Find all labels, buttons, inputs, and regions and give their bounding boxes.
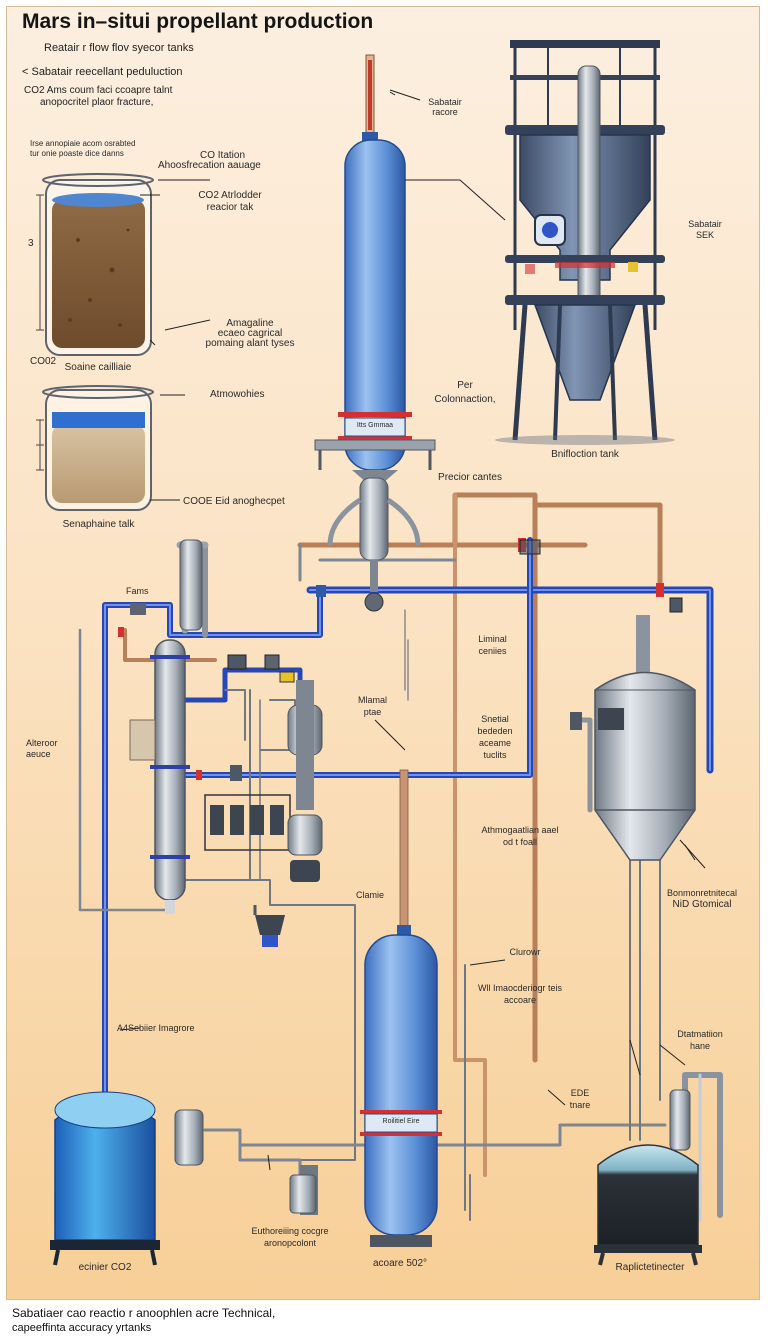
blue-main-header-hi bbox=[309, 589, 711, 771]
left-grey-column bbox=[129, 539, 203, 914]
label-will-1: Wll Imaocderiogr teis bbox=[477, 983, 563, 993]
grey-line-2 bbox=[78, 628, 167, 912]
bottom-left-cyan-tank bbox=[50, 1091, 204, 1266]
label-atmo-feed-1: Athmogaatlian aael bbox=[481, 825, 559, 835]
label-atmo-processing-1: Amagaline bbox=[226, 318, 274, 329]
label-exchange-2: aronopcolont bbox=[263, 1238, 317, 1248]
steel-hopper-tank bbox=[570, 597, 696, 861]
tank-band-label: Roilitiel Eire bbox=[382, 1118, 420, 1125]
label-pipeline-band: Bnifloction tank bbox=[551, 449, 619, 460]
beaker1-caption: Soaine cailliaie bbox=[64, 362, 132, 373]
valve-cluster bbox=[130, 603, 323, 882]
label-mineral-2: ptae bbox=[363, 707, 382, 717]
label-co2-left: CO02 bbox=[30, 356, 57, 367]
label-special-4: tuclits bbox=[483, 750, 507, 760]
label-reactor-centes: Precior cantes bbox=[438, 472, 502, 483]
label-co2-strobe-1: CO2 Atrlodder bbox=[198, 190, 262, 201]
grey-line-8 bbox=[298, 543, 457, 582]
label-clurowr: Clurowr bbox=[509, 947, 541, 957]
reactor-tower bbox=[495, 40, 675, 445]
label-will-2: accoare bbox=[503, 995, 537, 1005]
label-sabatier-imager: A4Sebiier Imagrore bbox=[117, 1023, 195, 1033]
label-special-2: bededen bbox=[477, 726, 513, 736]
label-tank-left: ecinier CO2 bbox=[78, 1262, 132, 1273]
center-blue-tank bbox=[253, 769, 442, 1247]
label-distribution-1: Dtatmatiion bbox=[677, 1029, 723, 1039]
label-alteroor-1: Alteroor bbox=[26, 738, 58, 748]
grey-line-12 bbox=[404, 609, 409, 701]
label-per-2: Colonnaction, bbox=[434, 394, 496, 405]
subtitle-4: anopocritel plaor fracture, bbox=[40, 97, 154, 108]
label-co2e-atmo: COOE Eid anoghecpet bbox=[183, 496, 285, 507]
label-tank-right: Raplictetinecter bbox=[615, 1262, 685, 1273]
footer-caption-2: capeeffinta accuracy yrtanks bbox=[12, 1322, 152, 1334]
label-atmo-processing-3: pomaing alant tyses bbox=[205, 338, 295, 349]
grey-line-4 bbox=[224, 689, 251, 881]
footer-caption-1: Sabatiaer cao reactio r anoophlen acre T… bbox=[12, 1306, 276, 1320]
grey-line-14 bbox=[682, 1072, 723, 1218]
label-special-1: Snetial bbox=[481, 714, 509, 724]
regolith-beaker bbox=[36, 173, 154, 356]
label-sabatier-reactor-2: racore bbox=[432, 107, 458, 117]
bottom-right-dark-tank bbox=[594, 1089, 702, 1266]
fittings bbox=[118, 262, 664, 780]
sand-beaker bbox=[36, 385, 154, 511]
label-co2-strobe-2: reacior tak bbox=[206, 202, 254, 213]
blue-left-loop-hi bbox=[104, 589, 321, 1101]
label-ede-1: EDE bbox=[570, 1088, 590, 1098]
label-distribution-2: hane bbox=[689, 1041, 711, 1051]
grey-line-6 bbox=[629, 859, 661, 1141]
tiny-note-1: Irse annopiaie acom osrabted bbox=[30, 139, 136, 148]
label-atmo-processing-2: ecaeo cagrical bbox=[217, 328, 283, 339]
label-chamie: Clamie bbox=[356, 890, 385, 900]
leader-lines bbox=[119, 89, 706, 1171]
label-special-3: aceame bbox=[478, 738, 512, 748]
subtitle-1: Reatair r flow flov syecor tanks bbox=[44, 42, 194, 54]
label-dimension: 3 bbox=[28, 238, 34, 249]
sabatier-column bbox=[314, 54, 436, 612]
label-per-1: Per bbox=[457, 380, 473, 391]
grey-line-7 bbox=[572, 717, 593, 813]
subtitle-2: < Sabatair reecellant peduluction bbox=[22, 66, 183, 78]
label-liminal-1: Liminal bbox=[478, 634, 507, 644]
label-atmo-feed-2: od t foall bbox=[502, 837, 538, 847]
label-atmosphere: Atmowohies bbox=[210, 389, 265, 400]
diagram-title: Mars in–situi propellant production bbox=[22, 10, 374, 33]
label-bottom-right-2: NiD Gtomical bbox=[672, 899, 732, 910]
label-sabatier-reactor-1: Sabatair bbox=[428, 97, 462, 107]
label-fans: Fams bbox=[126, 586, 149, 596]
grey-line-3 bbox=[184, 879, 356, 1161]
label-liminal-2: ceniies bbox=[478, 646, 507, 656]
label-alteroor-2: aeuce bbox=[26, 749, 51, 759]
label-tank-center: acoare 502° bbox=[372, 1258, 428, 1269]
label-co2-station: CO Itation bbox=[200, 150, 246, 161]
tiny-note-2: tur onie poaste dice danns bbox=[30, 149, 124, 158]
column-band-label: Itts Gmmaa bbox=[356, 422, 394, 429]
label-ede-2: tnare bbox=[569, 1100, 591, 1110]
label-exchange-1: Euthoreiiing cocgre bbox=[251, 1226, 329, 1236]
beaker2-caption: Senaphaine talk bbox=[62, 519, 135, 530]
label-mineral-1: Mlamal bbox=[357, 695, 387, 705]
label-atmo-storage: Ahoosfrecation aauage bbox=[158, 160, 261, 171]
label-sabatier-right-1: Sabatair bbox=[688, 219, 722, 229]
grey-line-13 bbox=[464, 964, 471, 1221]
label-bottom-right-1: Bonmonretnitecal bbox=[666, 888, 738, 898]
label-sabatier-right-2: SEK bbox=[695, 230, 714, 240]
subtitle-3: CO2 Ams coum faci ccoapre talnt bbox=[24, 85, 173, 96]
